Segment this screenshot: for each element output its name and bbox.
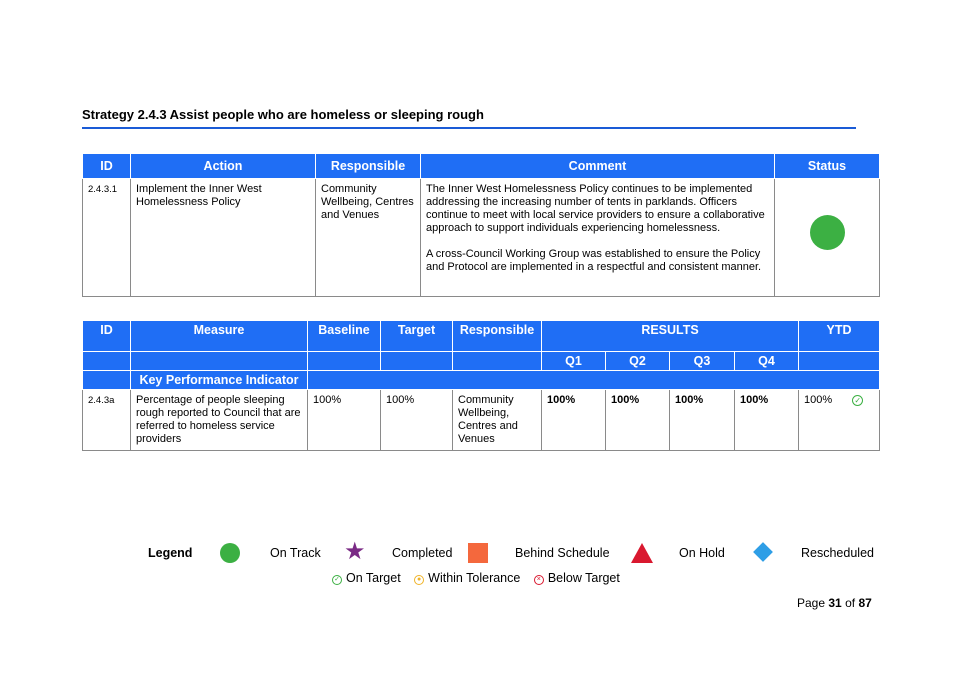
kpi-header-ytd: YTD — [798, 320, 881, 352]
header-action: Action — [130, 153, 316, 179]
kpi-baseline: 100% — [307, 389, 381, 451]
legend-behind-schedule: Behind Schedule — [515, 546, 610, 560]
comment-paragraph-1: The Inner West Homelessness Policy conti… — [426, 183, 765, 234]
kpi-subheader-row: Q1 Q2 Q3 Q4 — [82, 351, 881, 371]
strategy-title: Strategy 2.4.3 Assist people who are hom… — [82, 107, 484, 122]
below-target-icon: × — [533, 575, 544, 585]
legend-rescheduled: Rescheduled — [801, 546, 874, 560]
page-of: of — [845, 596, 856, 610]
header-status: Status — [774, 153, 880, 179]
action-id: 2.4.3.1 — [82, 178, 131, 297]
kpi-q3: 100% — [669, 389, 735, 451]
kpi-header-id: ID — [82, 320, 131, 352]
green-circle-icon — [809, 215, 845, 250]
page-number: Page 31 of 87 — [797, 596, 872, 610]
table-row: 2.4.3a Percentage of people sleeping rou… — [82, 389, 881, 451]
kpi-header-q2: Q2 — [605, 351, 670, 371]
rescheduled-diamond-icon — [753, 542, 773, 562]
action-text: Implement the Inner West Homelessness Po… — [130, 178, 316, 297]
kpi-measure: Percentage of people sleeping rough repo… — [130, 389, 308, 451]
header-responsible: Responsible — [315, 153, 421, 179]
kpi-header-baseline: Baseline — [307, 320, 381, 352]
comment-paragraph-2: A cross-Council Working Group was establ… — [426, 248, 762, 273]
kpi-label-row: Key Performance Indicator — [82, 370, 881, 390]
actions-header-row: ID Action Responsible Comment Status — [82, 153, 880, 179]
on-hold-triangle-icon — [631, 543, 653, 563]
kpi-q1: 100% — [541, 389, 606, 451]
legend-within-tolerance: Within Tolerance — [428, 571, 521, 585]
legend-on-hold: On Hold — [679, 546, 725, 560]
kpi-header-results: RESULTS — [540, 320, 800, 352]
actions-table: ID Action Responsible Comment Status 2.4… — [82, 153, 880, 297]
on-target-icon: ✓ — [332, 575, 342, 585]
legend-on-track: On Track — [270, 546, 321, 560]
on-target-check-icon: ✓ — [852, 395, 864, 406]
kpi-ytd-cell: 100% ✓ — [798, 389, 881, 451]
page-current: 31 — [828, 596, 842, 610]
header-id: ID — [82, 153, 131, 179]
kpi-table: ID Measure Baseline Target Responsible R… — [82, 320, 881, 451]
kpi-q4: 100% — [733, 389, 800, 451]
kpi-header-target: Target — [380, 320, 453, 352]
kpi-header-q3: Q3 — [669, 351, 735, 371]
kpi-header-responsible: Responsible — [452, 320, 542, 352]
kpi-ytd: 100% — [804, 394, 833, 406]
table-row: 2.4.3.1 Implement the Inner West Homeles… — [82, 178, 880, 297]
kpi-target: 100% — [380, 389, 453, 451]
legend-on-target: On Target — [346, 571, 401, 585]
kpi-header-q1: Q1 — [541, 351, 606, 371]
action-responsible: Community Wellbeing, Centres and Venues — [315, 178, 421, 297]
kpi-header-measure: Measure — [130, 320, 308, 352]
action-status — [774, 178, 880, 297]
on-track-circle-icon — [220, 543, 240, 563]
page-total: 87 — [858, 596, 872, 610]
action-comment: The Inner West Homelessness Policy conti… — [420, 178, 775, 297]
behind-schedule-square-icon — [468, 543, 488, 563]
kpi-id: 2.4.3a — [82, 389, 131, 451]
title-underline — [82, 127, 856, 129]
legend-completed: Completed — [392, 546, 453, 560]
header-comment: Comment — [420, 153, 775, 179]
legend-title: Legend — [148, 546, 193, 560]
kpi-header-label: Key Performance Indicator — [130, 370, 308, 390]
within-tolerance-icon: ● — [414, 575, 425, 585]
kpi-header-row: ID Measure Baseline Target Responsible R… — [82, 320, 881, 352]
kpi-responsible: Community Wellbeing, Centres and Venues — [452, 389, 542, 451]
kpi-header-q4: Q4 — [733, 351, 800, 371]
legend: Legend On Track ★ Completed Behind Sched… — [148, 538, 878, 565]
legend-below-target: Below Target — [547, 571, 620, 585]
kpi-q2: 100% — [605, 389, 670, 451]
target-legend: ✓ On Target ●Within Tolerance ×Below Targ… — [332, 571, 630, 585]
page-prefix: Page — [797, 596, 826, 610]
completed-star-icon: ★ — [344, 538, 366, 565]
